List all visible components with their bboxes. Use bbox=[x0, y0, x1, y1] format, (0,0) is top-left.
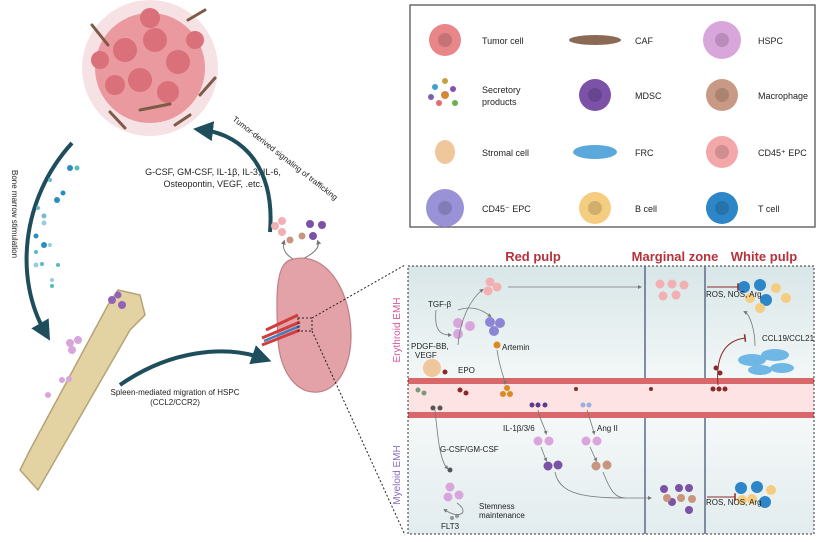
legend-item: Tumor cell bbox=[429, 24, 524, 56]
zone-red-pulp: Red pulp bbox=[505, 249, 561, 264]
secreted-factors-dots bbox=[33, 165, 80, 288]
legend-item: FRC bbox=[573, 145, 654, 159]
spleen-detail-panel: Red pulp Marginal zone White pulp Erythr… bbox=[392, 249, 815, 535]
macrophage-icon bbox=[706, 79, 738, 111]
trafficking-cells bbox=[271, 217, 326, 261]
spleen-migration-arrow bbox=[118, 345, 272, 387]
legend-item: MDSC bbox=[579, 79, 662, 111]
legend-item: HSPC bbox=[703, 21, 784, 59]
legend-item: CAF bbox=[569, 35, 654, 46]
legend-item: CD45⁺ EPC bbox=[706, 136, 807, 168]
ang-ii-label: Ang II bbox=[597, 424, 618, 433]
cd45-pos-epc-icon bbox=[706, 136, 738, 168]
tumor-signaling-arrow bbox=[193, 121, 273, 233]
stemness-label-1: Stemness bbox=[479, 502, 515, 511]
zone-marginal: Marginal zone bbox=[632, 249, 719, 264]
spleen-icon bbox=[261, 257, 406, 536]
cytokines-text-2: Osteopontin, VEGF, .etc. bbox=[163, 179, 262, 189]
legend-item: Macrophage bbox=[706, 79, 808, 111]
myeloid-emh-label: Myeloid EMH bbox=[392, 445, 403, 504]
legend-item: CD45⁻ EPC bbox=[426, 189, 531, 227]
spleen-migration-label-2: (CCL2/CCR2) bbox=[150, 398, 200, 407]
gcsf-label: G-CSF/GM-CSF bbox=[440, 445, 499, 454]
legend-label: Macrophage bbox=[758, 91, 808, 101]
il-label: IL-1β/3/6 bbox=[503, 424, 535, 433]
spleen-migration-label-1: Spleen-mediated migration of HSPC bbox=[111, 388, 240, 397]
legend-label: HSPC bbox=[758, 36, 784, 46]
tgf-beta-label: TGF-β bbox=[428, 300, 452, 309]
epo-label: EPO bbox=[458, 366, 475, 375]
bone-icon bbox=[19, 289, 146, 492]
mdsc-icon bbox=[579, 79, 611, 111]
legend-label: FRC bbox=[635, 148, 654, 158]
t-cell-icon bbox=[706, 192, 738, 224]
legend-item: Stromal cell bbox=[435, 140, 529, 164]
detail-cells bbox=[415, 277, 794, 520]
legend-label: Secretory bbox=[482, 85, 521, 95]
cytokines-text-1: G-CSF, GM-CSF, IL-1β, IL-3, IL-6, bbox=[145, 167, 281, 177]
legend-label: CD45⁺ EPC bbox=[758, 148, 807, 158]
hspc-icon bbox=[703, 21, 741, 59]
pdgf-label-2: VEGF bbox=[415, 351, 437, 360]
zone-white-pulp: White pulp bbox=[731, 249, 797, 264]
artemin-label: Artemin bbox=[502, 343, 530, 352]
legend-item: T cell bbox=[706, 192, 779, 224]
zoom-line-top bbox=[311, 264, 406, 319]
zoom-line-bottom bbox=[311, 330, 406, 536]
pdgf-label-1: PDGF-BB, bbox=[411, 342, 449, 351]
legend-label: CAF bbox=[635, 36, 654, 46]
legend-item: Secretory products bbox=[428, 78, 521, 107]
bone-marrow-stimulation-label: Bone marrow stimulation bbox=[10, 170, 19, 258]
detail-arrows bbox=[434, 285, 756, 515]
legend-label: Stromal cell bbox=[482, 148, 529, 158]
legend-label: B cell bbox=[635, 204, 657, 214]
ros-top-label: ROS, NOS, Arg bbox=[706, 290, 762, 299]
legend-label: products bbox=[482, 97, 517, 107]
legend: Tumor cell CAF HSPC Secretory products MDSC Ma… bbox=[409, 4, 816, 228]
legend-label: T cell bbox=[758, 204, 779, 214]
ros-bottom-label: ROS, NOS, Arg bbox=[706, 498, 762, 507]
frc-icon bbox=[573, 145, 617, 159]
legend-label: Tumor cell bbox=[482, 36, 524, 46]
ccl-label: CCL19/CCL21 bbox=[762, 334, 815, 343]
flt3-label: FLT3 bbox=[441, 522, 460, 531]
erythroid-emh-label: Erythroid EMH bbox=[392, 297, 403, 362]
bone-marrow-stimulation-arrow bbox=[24, 141, 74, 341]
secretory-products-icon bbox=[441, 91, 449, 99]
legend-label: CD45⁻ EPC bbox=[482, 204, 531, 214]
cd45-neg-epc-icon bbox=[426, 189, 464, 227]
stromal-cell-icon bbox=[435, 140, 455, 164]
b-cell-icon bbox=[579, 192, 611, 224]
tumor-mass-icon bbox=[82, 0, 218, 136]
caf-icon bbox=[569, 35, 621, 45]
stemness-label-2: maintenance bbox=[479, 511, 525, 520]
tumor-cell-icon bbox=[429, 24, 461, 56]
legend-item: B cell bbox=[579, 192, 657, 224]
legend-label: MDSC bbox=[635, 91, 662, 101]
